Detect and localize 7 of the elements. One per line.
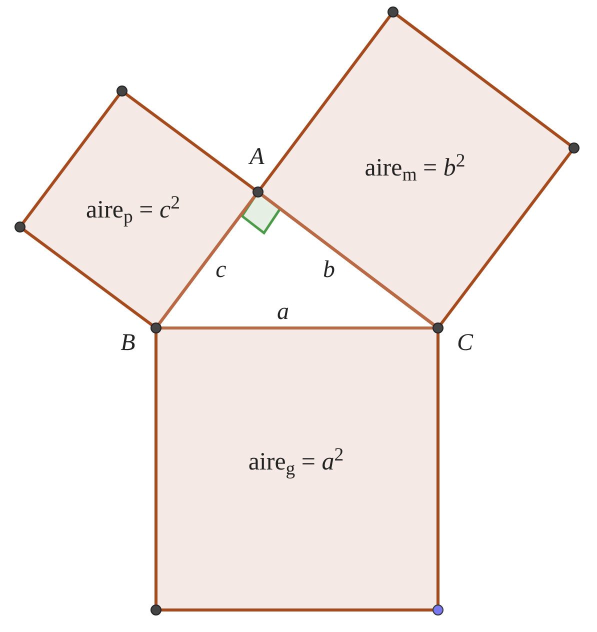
area-formula: aire$_{m}$ = b$^{2}$ bbox=[364, 156, 466, 180]
side-label: a bbox=[277, 300, 289, 324]
side-label: c bbox=[216, 258, 226, 282]
vertex-label: C bbox=[457, 331, 473, 355]
side-label: b bbox=[323, 258, 335, 282]
vertex-label: A bbox=[250, 145, 264, 169]
vertex-label: B bbox=[120, 331, 136, 355]
